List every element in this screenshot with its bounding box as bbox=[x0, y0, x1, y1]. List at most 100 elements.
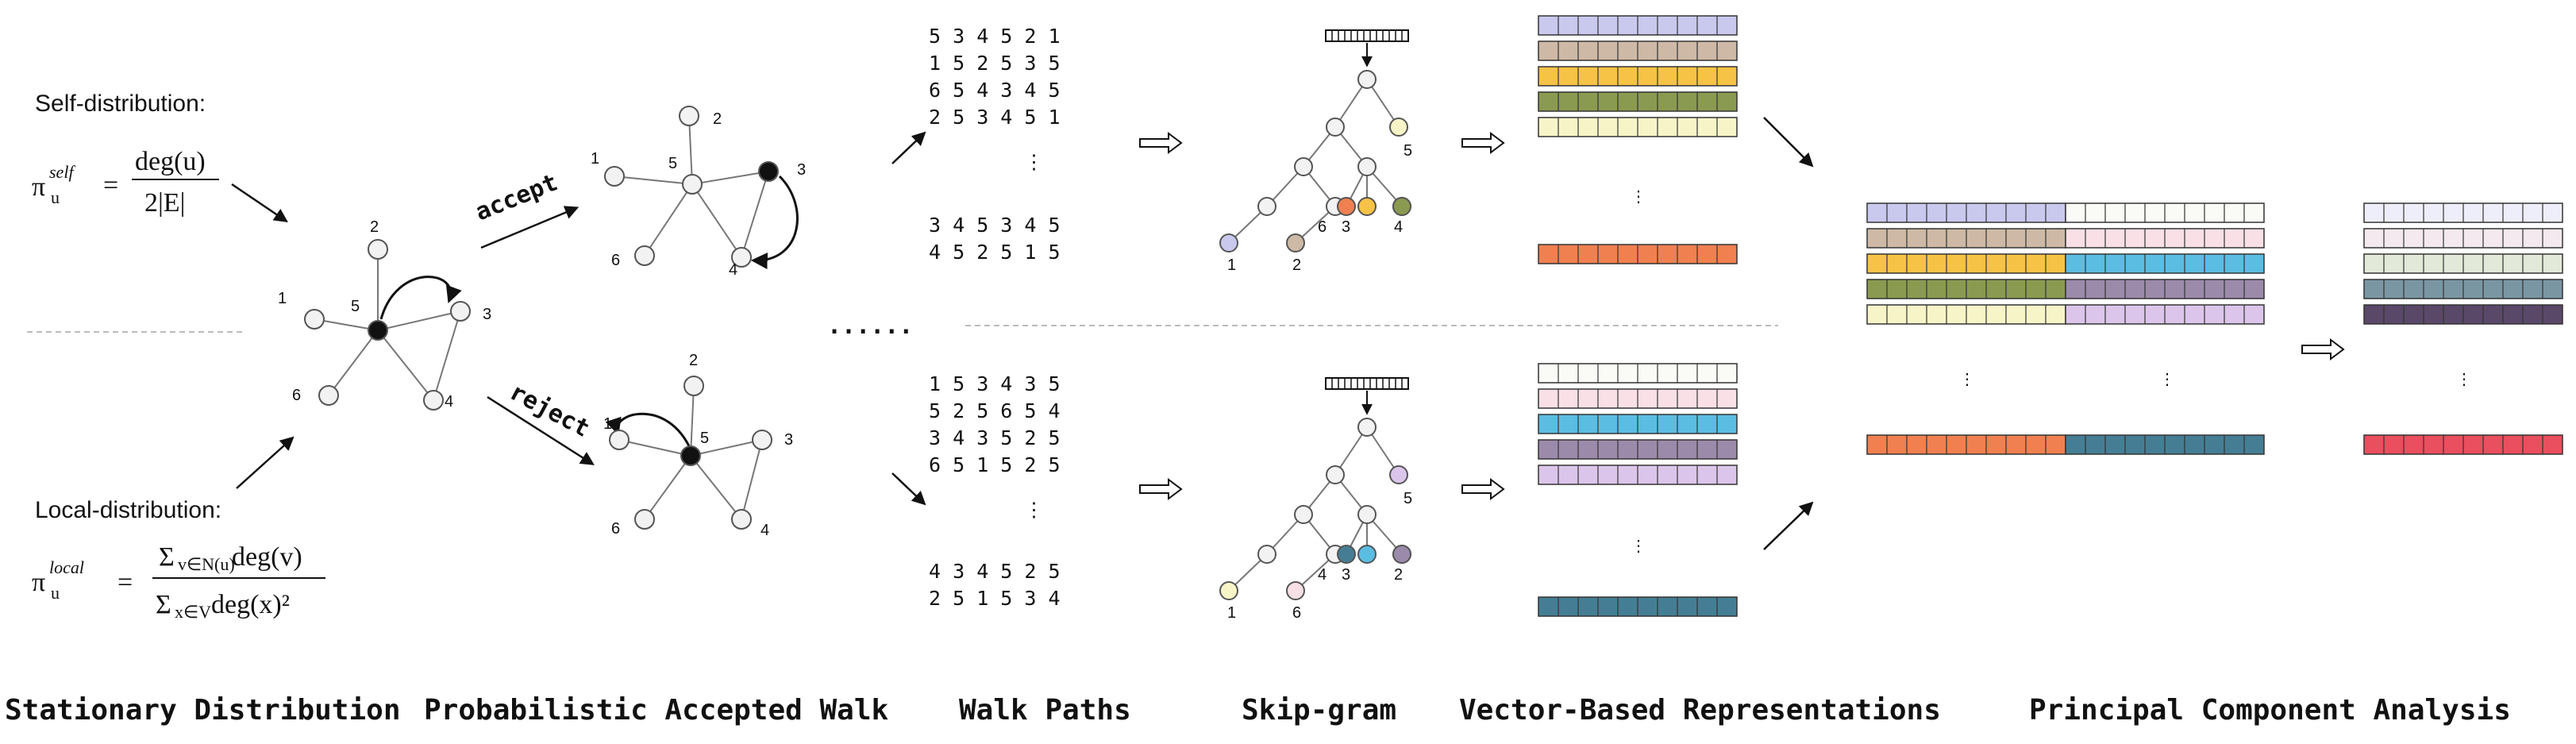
tree-leaf-node bbox=[1357, 545, 1377, 564]
local-pi-sup: local bbox=[49, 557, 84, 577]
hollow-arrow-walks-to-skipgram-top bbox=[1139, 132, 1183, 154]
graph-node bbox=[683, 376, 704, 396]
self-equals: = bbox=[103, 171, 118, 200]
caption-skip-gram: Skip-gram bbox=[1242, 694, 1396, 727]
tree-leaf-node bbox=[1337, 197, 1356, 216]
vector-dots: ⋮ bbox=[1631, 538, 1646, 555]
arrow-to-walks-bottom bbox=[891, 472, 926, 506]
self-pi-sub: u bbox=[51, 187, 60, 207]
concat-vector-left bbox=[1866, 434, 2066, 455]
graph-edge bbox=[690, 455, 742, 520]
graph-node-label: 4 bbox=[760, 522, 769, 539]
graph-edge bbox=[691, 171, 769, 185]
caption-stationary-distribution: Stationary Distribution bbox=[5, 694, 401, 727]
embedding-vector-top bbox=[1538, 117, 1738, 137]
reject-label: reject bbox=[505, 378, 594, 443]
walk-path: 4 5 2 5 1 5 bbox=[929, 241, 1061, 264]
walk-paths-top: 5 3 4 5 2 1 1 5 2 5 3 5 6 5 4 3 4 5 2 5 … bbox=[929, 25, 1061, 264]
embedding-vector-bottom bbox=[1538, 414, 1738, 434]
walk-path: 1 5 3 4 3 5 bbox=[929, 372, 1061, 395]
local-distribution-label: Local-distribution: bbox=[35, 497, 221, 523]
embedding-vector-top bbox=[1538, 15, 1738, 36]
graph-edge bbox=[644, 183, 693, 256]
self-denominator: 2|E| bbox=[144, 188, 185, 218]
tree-edge bbox=[1334, 79, 1368, 128]
graph-node-label: 5 bbox=[700, 430, 709, 447]
pca-vector bbox=[2363, 304, 2563, 325]
tree-inner-node bbox=[1357, 70, 1377, 89]
graph-node-label: 6 bbox=[292, 387, 301, 404]
tree-leaf-node bbox=[1286, 233, 1305, 252]
walk-path: 6 5 1 5 2 5 bbox=[929, 453, 1061, 476]
tree-leaf-node bbox=[1219, 581, 1238, 600]
graph-node bbox=[634, 245, 655, 266]
tree-inner-node bbox=[1357, 505, 1377, 524]
local-numerator-sigma: Σ bbox=[159, 542, 175, 572]
hollow-arrow-skipgram-to-vectors-bottom bbox=[1461, 478, 1505, 500]
graph-node-label: 6 bbox=[611, 252, 620, 269]
local-equals: = bbox=[117, 568, 133, 597]
graph-node bbox=[731, 509, 752, 530]
graph-node-label: 1 bbox=[591, 150, 599, 168]
walk-dots: ⋮ bbox=[1024, 498, 1044, 521]
concat-vector-right bbox=[2065, 434, 2265, 455]
vector-dots: ⋮ bbox=[2456, 371, 2472, 388]
embedding-vector-bottom bbox=[1538, 388, 1738, 409]
walk-path: 2 5 3 4 5 1 bbox=[929, 106, 1061, 129]
graph-node bbox=[752, 430, 772, 450]
graph-node bbox=[368, 320, 388, 341]
graph-node-label: 4 bbox=[445, 393, 453, 411]
graph-node-label: 3 bbox=[483, 306, 491, 323]
graph-node bbox=[368, 239, 388, 260]
graph-node-label: 5 bbox=[351, 298, 360, 315]
tree-leaf-label: 3 bbox=[1342, 218, 1350, 236]
graph-node bbox=[758, 161, 779, 182]
graph-node-label: 2 bbox=[713, 110, 722, 128]
vector-dots: ⋮ bbox=[2159, 371, 2175, 388]
tree-leaf-node bbox=[1389, 118, 1408, 137]
tree-inner-node bbox=[1357, 157, 1377, 176]
graph-edge bbox=[691, 183, 742, 258]
tree-leaf-node bbox=[1392, 545, 1411, 564]
pca-vector bbox=[2363, 253, 2563, 274]
walk-path: 1 5 2 5 3 5 bbox=[929, 52, 1061, 75]
tree-leaf-label: 2 bbox=[1292, 256, 1301, 274]
local-denominator-sub: x∈V bbox=[175, 602, 211, 622]
graph-node-label: 5 bbox=[668, 155, 677, 172]
arrow-vectors-top-to-concat bbox=[1763, 117, 1814, 168]
concat-vector-left bbox=[1866, 202, 2066, 223]
tree-leaf-node bbox=[1219, 233, 1238, 252]
graph-edge bbox=[690, 439, 763, 457]
tree-leaf-label: 2 bbox=[1394, 566, 1403, 584]
embedding-vector-top bbox=[1538, 91, 1738, 112]
tree-leaf-label: 6 bbox=[1292, 604, 1301, 622]
graph-edge bbox=[618, 439, 691, 457]
walk-path: 6 5 4 3 4 5 bbox=[929, 79, 1061, 102]
pca-vector bbox=[2363, 228, 2563, 249]
tree-inner-node bbox=[1257, 197, 1276, 216]
tree-leaf-label: 1 bbox=[1227, 604, 1236, 622]
walk-path: 3 4 5 3 4 5 bbox=[929, 214, 1061, 237]
concat-vector-right bbox=[2065, 279, 2265, 299]
self-numerator: deg(u) bbox=[135, 147, 206, 176]
tree-leaf-label: 4 bbox=[1394, 218, 1403, 236]
walk-paths-bottom: 1 5 3 4 3 5 5 2 5 6 5 4 3 4 3 5 2 5 6 5 … bbox=[929, 372, 1061, 610]
walk-path: 4 3 4 5 2 5 bbox=[929, 560, 1061, 583]
local-pi-symbol: π bbox=[32, 568, 45, 597]
self-distribution-label: Self-distribution: bbox=[35, 91, 206, 117]
walk-ellipsis: ...... bbox=[827, 312, 913, 340]
graph-node bbox=[634, 509, 655, 530]
walk-path: 5 2 5 6 5 4 bbox=[929, 399, 1061, 422]
graph-node-label: 6 bbox=[611, 520, 620, 538]
vector-representations: ⋮⋮⋮⋮⋮ bbox=[1139, 15, 2563, 617]
concat-vector-left bbox=[1866, 279, 2066, 299]
graph-node-label: 3 bbox=[784, 431, 793, 449]
graph-node-label: 2 bbox=[370, 218, 379, 236]
caption-principal-component-analysis: Principal Component Analysis bbox=[2029, 694, 2511, 727]
